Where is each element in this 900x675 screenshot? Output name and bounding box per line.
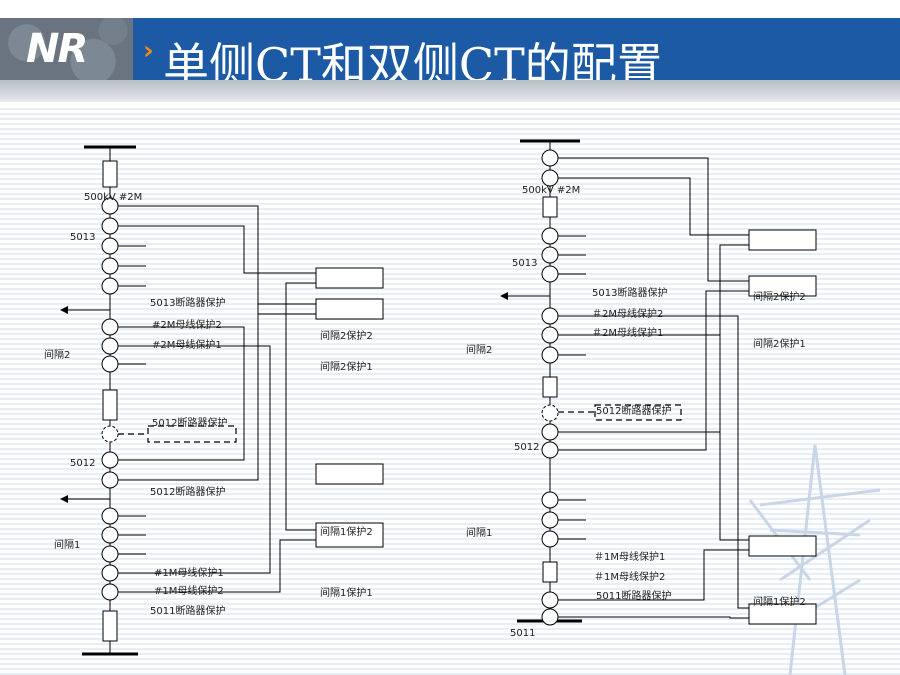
- left-wiring: [118, 205, 316, 593]
- ct-circle: [101, 545, 119, 563]
- right-disconnector-top: [542, 196, 558, 218]
- left-busprot-2m-1: #2M母线保护1: [152, 338, 222, 351]
- left-disconnector-top: [102, 160, 118, 188]
- left-bay2-prot1: 间隔2保护1: [320, 360, 373, 373]
- ct-circle: [541, 307, 559, 325]
- right-bay-arrow: [500, 292, 550, 300]
- ct-circle: [541, 326, 559, 344]
- right-label-bus-top: 500kV #2M: [522, 185, 580, 196]
- ct-circle: [541, 441, 559, 459]
- ct-circle-dashed: [541, 404, 559, 422]
- header-gray-band: [0, 80, 900, 102]
- ct-circle: [101, 257, 119, 275]
- ct-circle: [101, 526, 119, 544]
- left-prot-box-4: [315, 522, 384, 548]
- left-single-side-ct-diagram: 500kV #2M 5013 间隔2 5012 间隔1 5013断路器保护 #2…: [44, 145, 384, 656]
- ct-circle: [101, 355, 119, 373]
- ct-circle: [541, 423, 559, 441]
- ct-circle: [101, 337, 119, 355]
- ct-circle: [101, 471, 119, 489]
- ct-circle: [541, 265, 559, 283]
- right-label-bay1: 间隔1: [466, 526, 492, 539]
- right-label-bay2: 间隔2: [466, 343, 492, 356]
- title-bar: [133, 18, 900, 80]
- ct-circle: [101, 318, 119, 336]
- ct-circle: [541, 608, 559, 626]
- left-busprot-2m-2: #2M母线保护2: [152, 318, 222, 331]
- left-breaker-5011: [102, 610, 118, 642]
- ct-circle: [101, 451, 119, 469]
- right-busprot-1m-1: ＃1M母线保护1: [594, 550, 665, 563]
- right-prot-box-1: [748, 229, 817, 251]
- left-bay-arrows: [60, 306, 110, 503]
- left-label-5012: 5012: [70, 458, 95, 469]
- left-ct-stubs: [118, 245, 146, 555]
- right-prot-5013: 5013断路器保护: [592, 286, 667, 299]
- ct-circle: [541, 530, 559, 548]
- right-bay2-prot1: 间隔2保护1: [753, 337, 806, 350]
- left-label-bus-top: 500kV #2M: [84, 192, 142, 203]
- right-prot-5012: 5012断路器保护: [596, 404, 671, 417]
- ct-circle: [541, 511, 559, 529]
- right-busprot-1m-2: ＃1M母线保护2: [594, 570, 665, 583]
- chevron-right-icon: ›: [143, 36, 154, 66]
- left-label-bay1: 间隔1: [54, 538, 80, 551]
- logo-text: NR: [26, 26, 88, 72]
- left-prot-box-2: [315, 298, 384, 320]
- left-bay1-prot1: 间隔1保护1: [320, 586, 373, 599]
- left-label-5013: 5013: [70, 232, 95, 243]
- ct-circle: [541, 169, 559, 187]
- left-busprot-1m-2: #1M母线保护2: [154, 584, 224, 597]
- left-dashed-prot-box: [147, 425, 237, 443]
- ct-circle: [541, 227, 559, 245]
- ct-circle: [101, 217, 119, 235]
- left-prot-5012-b: 5012断路器保护: [150, 485, 225, 498]
- right-busprot-2m-1: ＃2M母线保护1: [592, 326, 663, 339]
- ct-circle-dashed: [101, 425, 119, 443]
- right-breaker-5011: [542, 561, 558, 583]
- left-prot-box-1: [315, 267, 384, 289]
- left-label-bay2: 间隔2: [44, 348, 70, 361]
- right-label-5013: 5013: [512, 258, 537, 269]
- right-wiring: [558, 157, 749, 619]
- right-dashed-prot-box: [594, 404, 682, 421]
- left-bay2-prot2: 间隔2保护2: [320, 329, 373, 342]
- left-ct-group: [101, 197, 119, 601]
- ct-circle: [101, 237, 119, 255]
- right-breaker-5012: [542, 376, 558, 398]
- logo: NR: [0, 18, 133, 80]
- left-prot-5011: 5011断路器保护: [150, 604, 225, 617]
- ct-circle: [541, 346, 559, 364]
- left-busprot-1m-1: #1M母线保护1: [154, 566, 224, 579]
- ct-circle: [541, 491, 559, 509]
- right-ct-stubs: [558, 235, 586, 540]
- ct-circle: [101, 564, 119, 582]
- right-prot-box-4: [748, 603, 817, 625]
- ct-circle: [101, 277, 119, 295]
- ct-circle: [101, 583, 119, 601]
- right-bay1-prot2: 间隔1保护2: [753, 595, 806, 608]
- right-label-5011: 5011: [510, 628, 535, 639]
- ct-circle: [101, 507, 119, 525]
- right-bay2-prot2: 间隔2保护2: [753, 290, 806, 303]
- left-prot-box-3: [315, 463, 384, 485]
- right-busprot-2m-2: ＃2M母线保护2: [592, 307, 663, 320]
- left-prot-5013: 5013断路器保护: [150, 296, 225, 309]
- right-prot-box-3: [748, 535, 817, 557]
- right-prot-5011: 5011断路器保护: [596, 589, 671, 602]
- left-breaker-5012: [102, 389, 118, 421]
- ct-circle: [541, 591, 559, 609]
- right-prot-box-2: [748, 275, 817, 297]
- right-label-5012: 5012: [514, 442, 539, 453]
- right-double-side-ct-diagram: 500kV #2M 5013 间隔2 5012 间隔1 5011 5013断路器…: [466, 139, 817, 639]
- left-bay1-prot2: 间隔1保护2: [320, 525, 373, 538]
- world-map-graphic: [0, 18, 133, 80]
- ct-circle: [541, 246, 559, 264]
- left-prot-5012-a: 5012断路器保护: [152, 416, 227, 429]
- slide-header: NR › 单侧CT和双侧CT的配置: [0, 0, 900, 105]
- ct-circle: [541, 149, 559, 167]
